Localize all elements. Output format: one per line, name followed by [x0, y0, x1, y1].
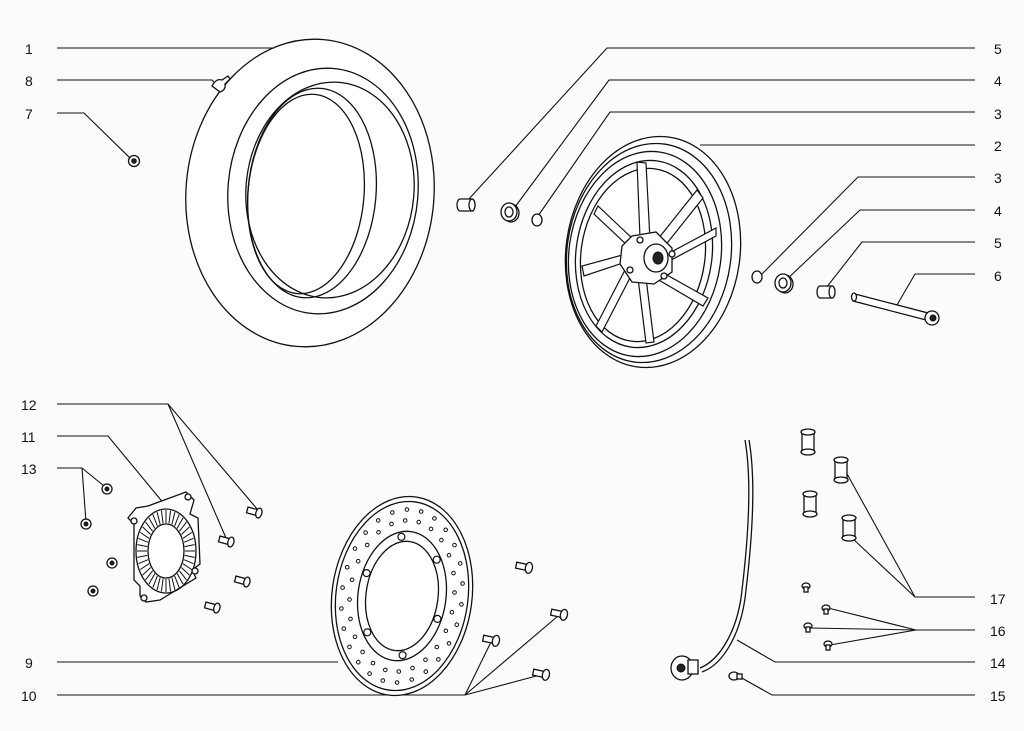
callout-3-top: 3: [994, 106, 1002, 122]
leader-10b: [464, 615, 559, 696]
seal-3-right: [751, 270, 763, 284]
leader-12b: [167, 403, 227, 539]
leader-7: [57, 112, 131, 159]
ring-bolts-12: [203, 506, 263, 614]
callout-labels: 1 8 7 5 4 3 2 3 4 5 6 12 11 13 9 10 17 1…: [21, 41, 1006, 704]
tire: [185, 38, 435, 348]
leader-12a: [57, 403, 259, 511]
callout-12: 12: [21, 397, 37, 413]
leader-4-bottom: [783, 209, 975, 283]
callout-4-bottom: 4: [994, 203, 1002, 219]
callout-10: 10: [21, 688, 37, 704]
abs-tone-ring: [127, 491, 201, 603]
leader-4-top: [514, 79, 975, 208]
leader-14: [736, 639, 975, 663]
callout-8: 8: [25, 73, 33, 89]
callout-5-bottom: 5: [994, 235, 1002, 251]
leader-17b: [851, 537, 916, 598]
leader-8: [57, 79, 217, 85]
callout-13: 13: [21, 461, 37, 477]
screws-16: [801, 582, 833, 651]
leader-10a: [464, 641, 492, 696]
callout-3-bottom: 3: [994, 170, 1002, 186]
brake-disc: [330, 495, 474, 697]
callout-6: 6: [994, 268, 1002, 284]
callout-1: 1: [25, 41, 33, 57]
callout-7: 7: [25, 106, 33, 122]
ring-nuts-13: [80, 483, 118, 597]
leader-16a: [827, 607, 975, 631]
valve-nut: [127, 154, 141, 168]
callout-14: 14: [990, 655, 1006, 671]
callout-2: 2: [994, 138, 1002, 154]
callout-5-top: 5: [994, 41, 1002, 57]
leader-6: [896, 273, 975, 306]
axle-6: [850, 292, 940, 326]
leader-11: [57, 435, 166, 506]
leader-5-top: [467, 47, 975, 201]
callout-15: 15: [990, 688, 1006, 704]
valve: [211, 75, 231, 93]
callout-11: 11: [21, 429, 36, 445]
leader-lines: [57, 47, 975, 696]
callout-4-top: 4: [994, 73, 1002, 89]
leader-10c: [464, 674, 541, 696]
callout-9: 9: [25, 655, 33, 671]
leader-15: [739, 676, 975, 696]
leader-3-bottom: [759, 176, 975, 277]
leader-13b: [81, 467, 87, 523]
bearing-4-right: [774, 273, 794, 294]
spacer-5-right: [816, 285, 836, 299]
bearing-4-left: [500, 202, 520, 223]
leader-5-bottom: [825, 241, 975, 289]
leader-13a: [57, 467, 105, 487]
sensor-screw-15: [728, 671, 743, 681]
leader-17a: [845, 471, 975, 598]
abs-sensor-cable-14: [670, 439, 754, 681]
seal-3-left: [531, 213, 543, 227]
rim-hub: [619, 231, 676, 285]
leader-16c: [829, 629, 917, 646]
disc-bolts-10: [481, 561, 569, 681]
leader-3-top: [537, 111, 975, 217]
spacer-5-left: [456, 198, 476, 212]
bushings-17: [800, 428, 857, 542]
rim: [564, 135, 742, 369]
callout-17: 17: [990, 591, 1006, 607]
callout-16: 16: [990, 623, 1006, 639]
leader-16b: [809, 627, 917, 631]
